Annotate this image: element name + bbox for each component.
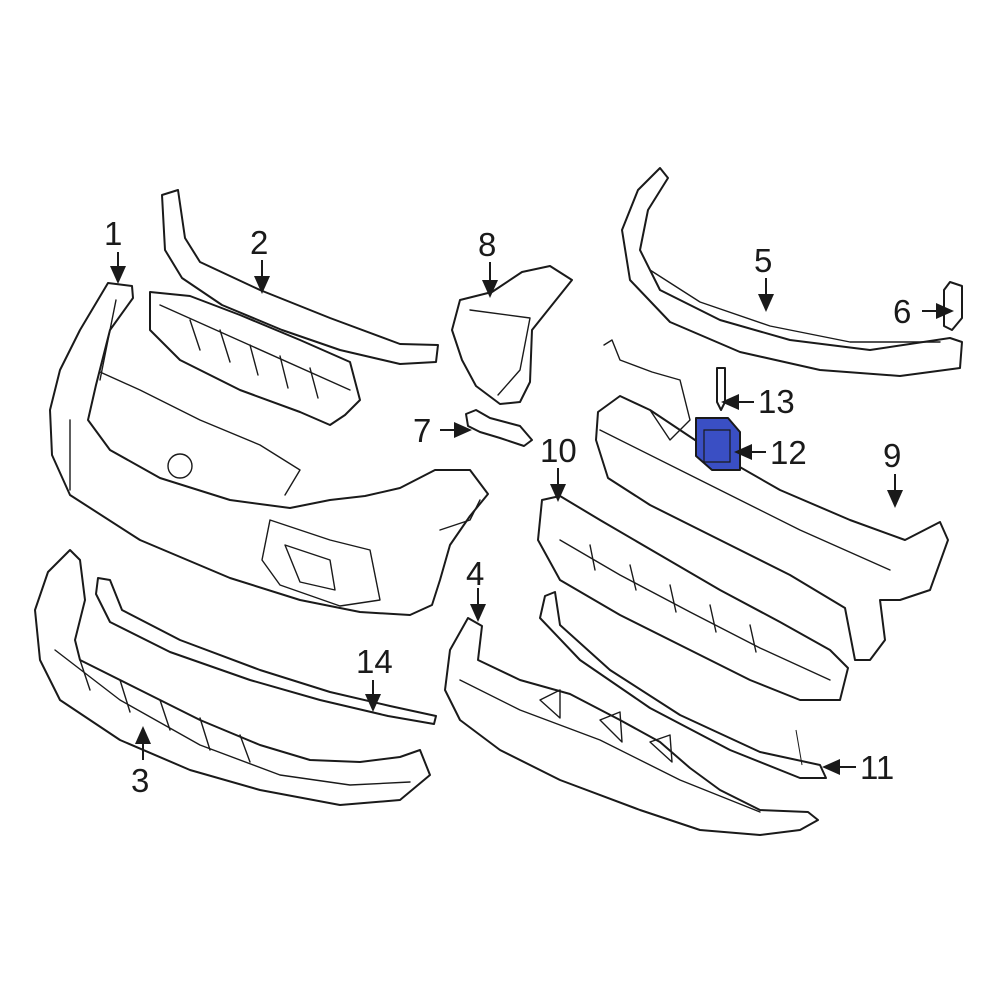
callout-12[interactable]: 12: [770, 434, 807, 471]
callout-11[interactable]: 11: [860, 749, 894, 786]
callout-10[interactable]: 10: [540, 432, 577, 469]
callout-6[interactable]: 6: [893, 293, 911, 330]
callout-14[interactable]: 14: [356, 643, 393, 680]
part-10-absorber[interactable]: [537, 495, 849, 701]
part-7-bracket[interactable]: [465, 409, 533, 447]
callout-4[interactable]: 4: [466, 555, 484, 592]
callout-8[interactable]: 8: [478, 226, 496, 263]
callout-13[interactable]: 13: [758, 383, 795, 420]
callout-2[interactable]: 2: [250, 224, 268, 261]
part-3-lower-cover[interactable]: [34, 549, 431, 806]
callout-7[interactable]: 7: [413, 412, 431, 449]
part-4-skid-plate[interactable]: [444, 617, 819, 836]
part-9-reinforcement[interactable]: [595, 339, 949, 661]
part-1-bumper-cover[interactable]: [49, 282, 489, 616]
part-6-bracket[interactable]: [943, 281, 963, 331]
part-14-molding[interactable]: [95, 577, 437, 725]
part-13-fastener[interactable]: [716, 367, 726, 411]
part-2-upper-grille[interactable]: [149, 189, 439, 426]
callout-5[interactable]: 5: [754, 242, 772, 279]
callout-3[interactable]: 3: [131, 762, 149, 799]
part-8-air-guide[interactable]: [451, 265, 573, 405]
callout-9[interactable]: 9: [883, 437, 901, 474]
part-5-upper-trim[interactable]: [621, 167, 963, 377]
callout-1[interactable]: 1: [104, 215, 122, 252]
part-12-module-highlighted[interactable]: [695, 417, 741, 471]
